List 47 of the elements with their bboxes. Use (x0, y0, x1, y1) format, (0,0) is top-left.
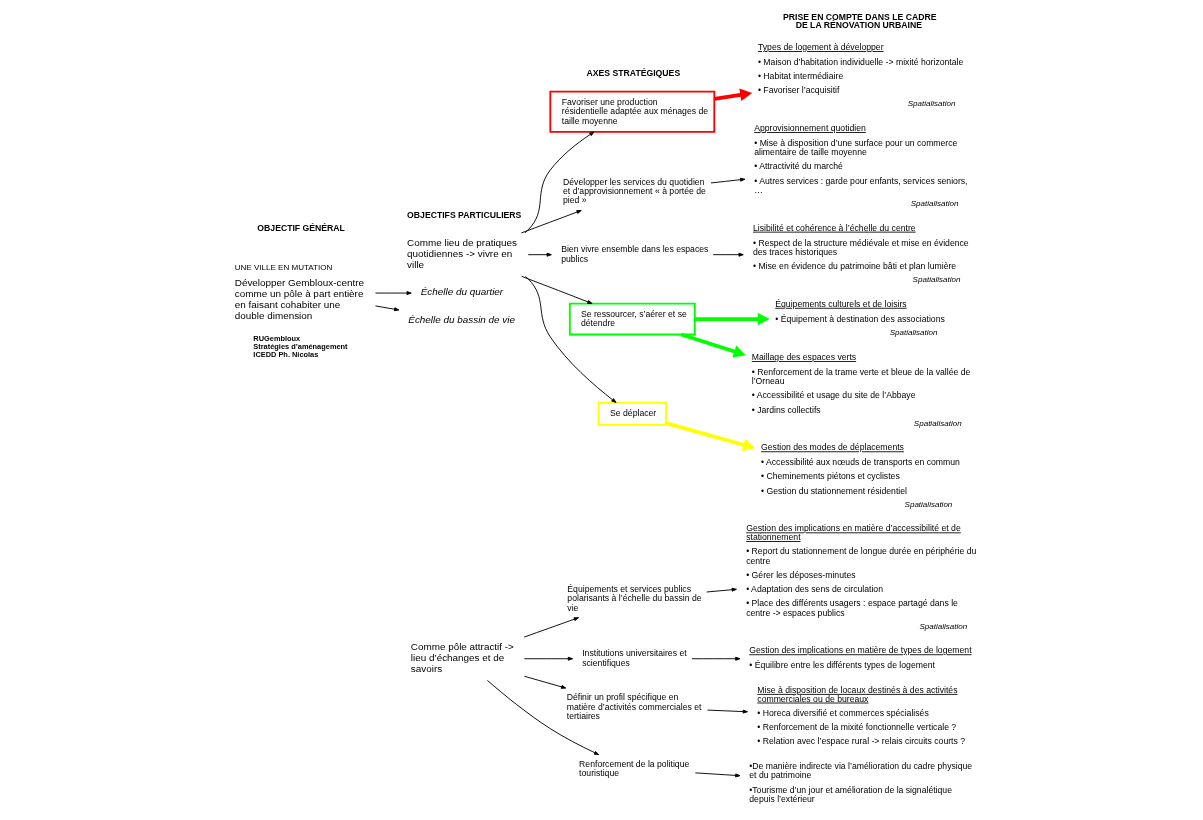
node-text: Approvisionnement quotidien • Mise à disposition d’une surface pour un commerce alimentaire de taille moyenne • Attractivité du marché • Autres services : garde pour enfants, services seniors, … (753, 123, 968, 195)
node-text: Équipements et services publics polarisants à l’échelle du bassin de vie (566, 584, 702, 613)
node-text: Définir un profil spécifique en matière d’activités commerciales et tertiaires (566, 692, 701, 721)
arrow (374, 291, 412, 296)
node-text: Comme lieu de pratiques quotidiennes -> vivre en ville (406, 236, 517, 271)
arrow (713, 88, 752, 102)
label: AXES STRATÉGIQUES (586, 68, 680, 79)
node-text: Mise à disposition de locaux destinés à des activités commerciales ou de bureaux • Horeca diversifié et commerces spécialisés • Renforcement de la mixité fonctionnelle verticale ? • Relation avec l’espace rural -> relais circuits courts ? (756, 684, 965, 747)
arrow (691, 656, 740, 661)
node-text: Lisibilité et cohérence à l’échelle du centre • Respect de la structure médiévale et mise en évidence des traces historiques • Mise en évidence du patrimoine bâti et plan lumière (752, 222, 969, 272)
arrow (520, 275, 593, 304)
node-box: Se déplacer (597, 401, 667, 426)
arrow (710, 177, 745, 184)
label: OBJECTIFS PARTICULIERS (406, 209, 521, 220)
node-text: Types de logement à développer • Maison d’habitation individuelle -> mixité horizontale • Habitat intermédiaire • Favoriser l’acquisitif (757, 42, 963, 96)
arrow (524, 275, 617, 403)
arrow (694, 772, 740, 778)
arrow (523, 656, 573, 661)
label: OBJECTIF GÉNÉRAL (256, 222, 345, 233)
arrow (523, 675, 566, 689)
arrow (520, 210, 582, 234)
arrow (705, 587, 737, 593)
arrow (694, 312, 770, 326)
node-text: •De manière indirecte via l’amélioration du cadre physique et du patrimoine •Tourisme d’un jour et amélioration de la signalétique depuis l’extérieur (748, 761, 972, 804)
node-text: Gestion des implications en matière d’accessibilité et de stationnement • Report du stationnement de longue durée en périphérie du centre • Gérer les déposes-minutes • Adaptation des sens de circulation • Place des différents usagers : espace partagé dans le centre -> espaces publics (745, 523, 976, 618)
arrow (712, 252, 744, 257)
node-text: Institutions universitaires et scientifiques (581, 648, 687, 668)
node-text: Développer les services du quotidien et d’approvisionnement « à portée de pied » (562, 176, 706, 206)
arrow (680, 332, 746, 358)
node-text: Maillage des espaces verts • Renforcement de la trame verte et bleue de la vallée de l’Orneau • Accessibilité et usage du site de l’Abbaye • Jardins collectifs (751, 352, 970, 415)
label: PRISE EN COMPTE DANS LE CADRE DE LA RÉNOVATION URBAINE (782, 11, 936, 31)
arrow (523, 131, 594, 234)
node-text: Échelle du bassin de vie (407, 313, 515, 325)
node-text: Échelle du quartier (420, 285, 503, 297)
arrow (706, 709, 748, 714)
node-text: Bien vivre ensemble dans les espaces publics (560, 244, 708, 264)
node-box: Favoriser une production résidentielle adaptée aux ménages de taille moyenne (548, 90, 715, 133)
arrow (523, 617, 579, 638)
node-text: Gestion des implications en matière de types de logement • Équilibre entre les différents types de logement (748, 645, 972, 671)
arrow (665, 421, 755, 451)
arrow (486, 680, 599, 756)
node-text: Renforcement de la politique touristique (578, 758, 689, 778)
node-text: Gestion des modes de déplacements • Accessibilité aux nœuds de transports en commun • Cheminements piétons et cyclistes • Gestion du stationnement résidentiel (760, 442, 960, 496)
node-text: Comme pôle attractif -> lieu d’échanges et de savoirs (410, 640, 514, 675)
arrow (374, 305, 399, 312)
arrow (527, 252, 552, 257)
node-text: Équipements culturels et de loisirs • Équipement à destination des associations (774, 298, 945, 324)
